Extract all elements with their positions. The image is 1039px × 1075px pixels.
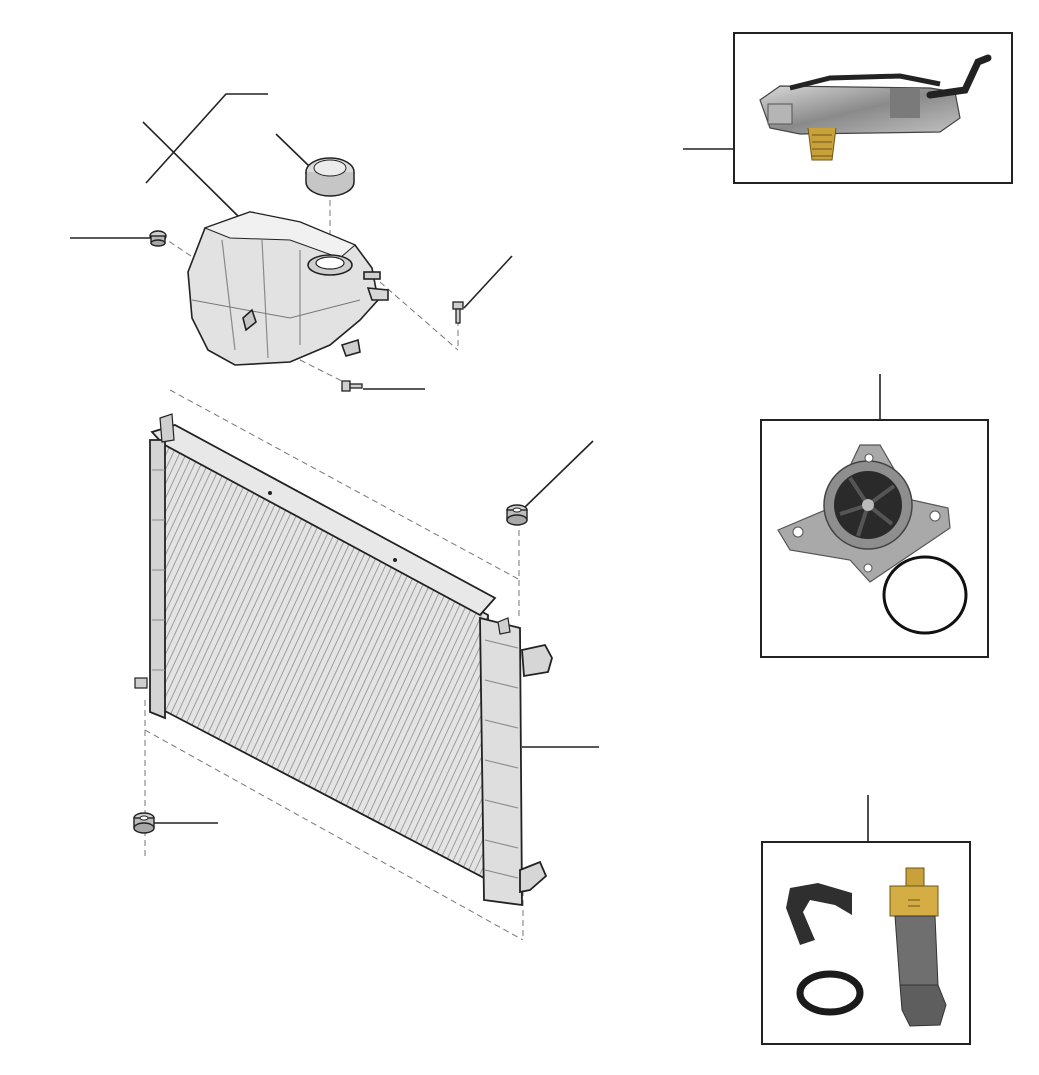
expansion-tank-icon	[187, 211, 389, 366]
leader-line-tank	[145, 93, 268, 184]
filler-cap-icon	[305, 157, 355, 197]
radiator-icon	[134, 413, 553, 907]
thermostat-housing-icon	[759, 54, 992, 161]
bolt-icon-bottom	[341, 380, 363, 392]
temperature-sensor-icon	[786, 867, 947, 1027]
water-pump-icon	[777, 444, 968, 635]
leader-line-cap	[275, 133, 310, 167]
leader-line-tank-body	[142, 121, 241, 219]
leader-lines	[70, 93, 881, 842]
rubber-mount-icon-upper	[506, 504, 528, 526]
leader-line-upper-mount	[522, 440, 594, 510]
bolt-icon-right	[452, 301, 464, 324]
leader-line-bolt-right	[463, 255, 513, 309]
grommet-icon	[149, 230, 167, 247]
rubber-mount-icon-lower	[133, 812, 155, 834]
